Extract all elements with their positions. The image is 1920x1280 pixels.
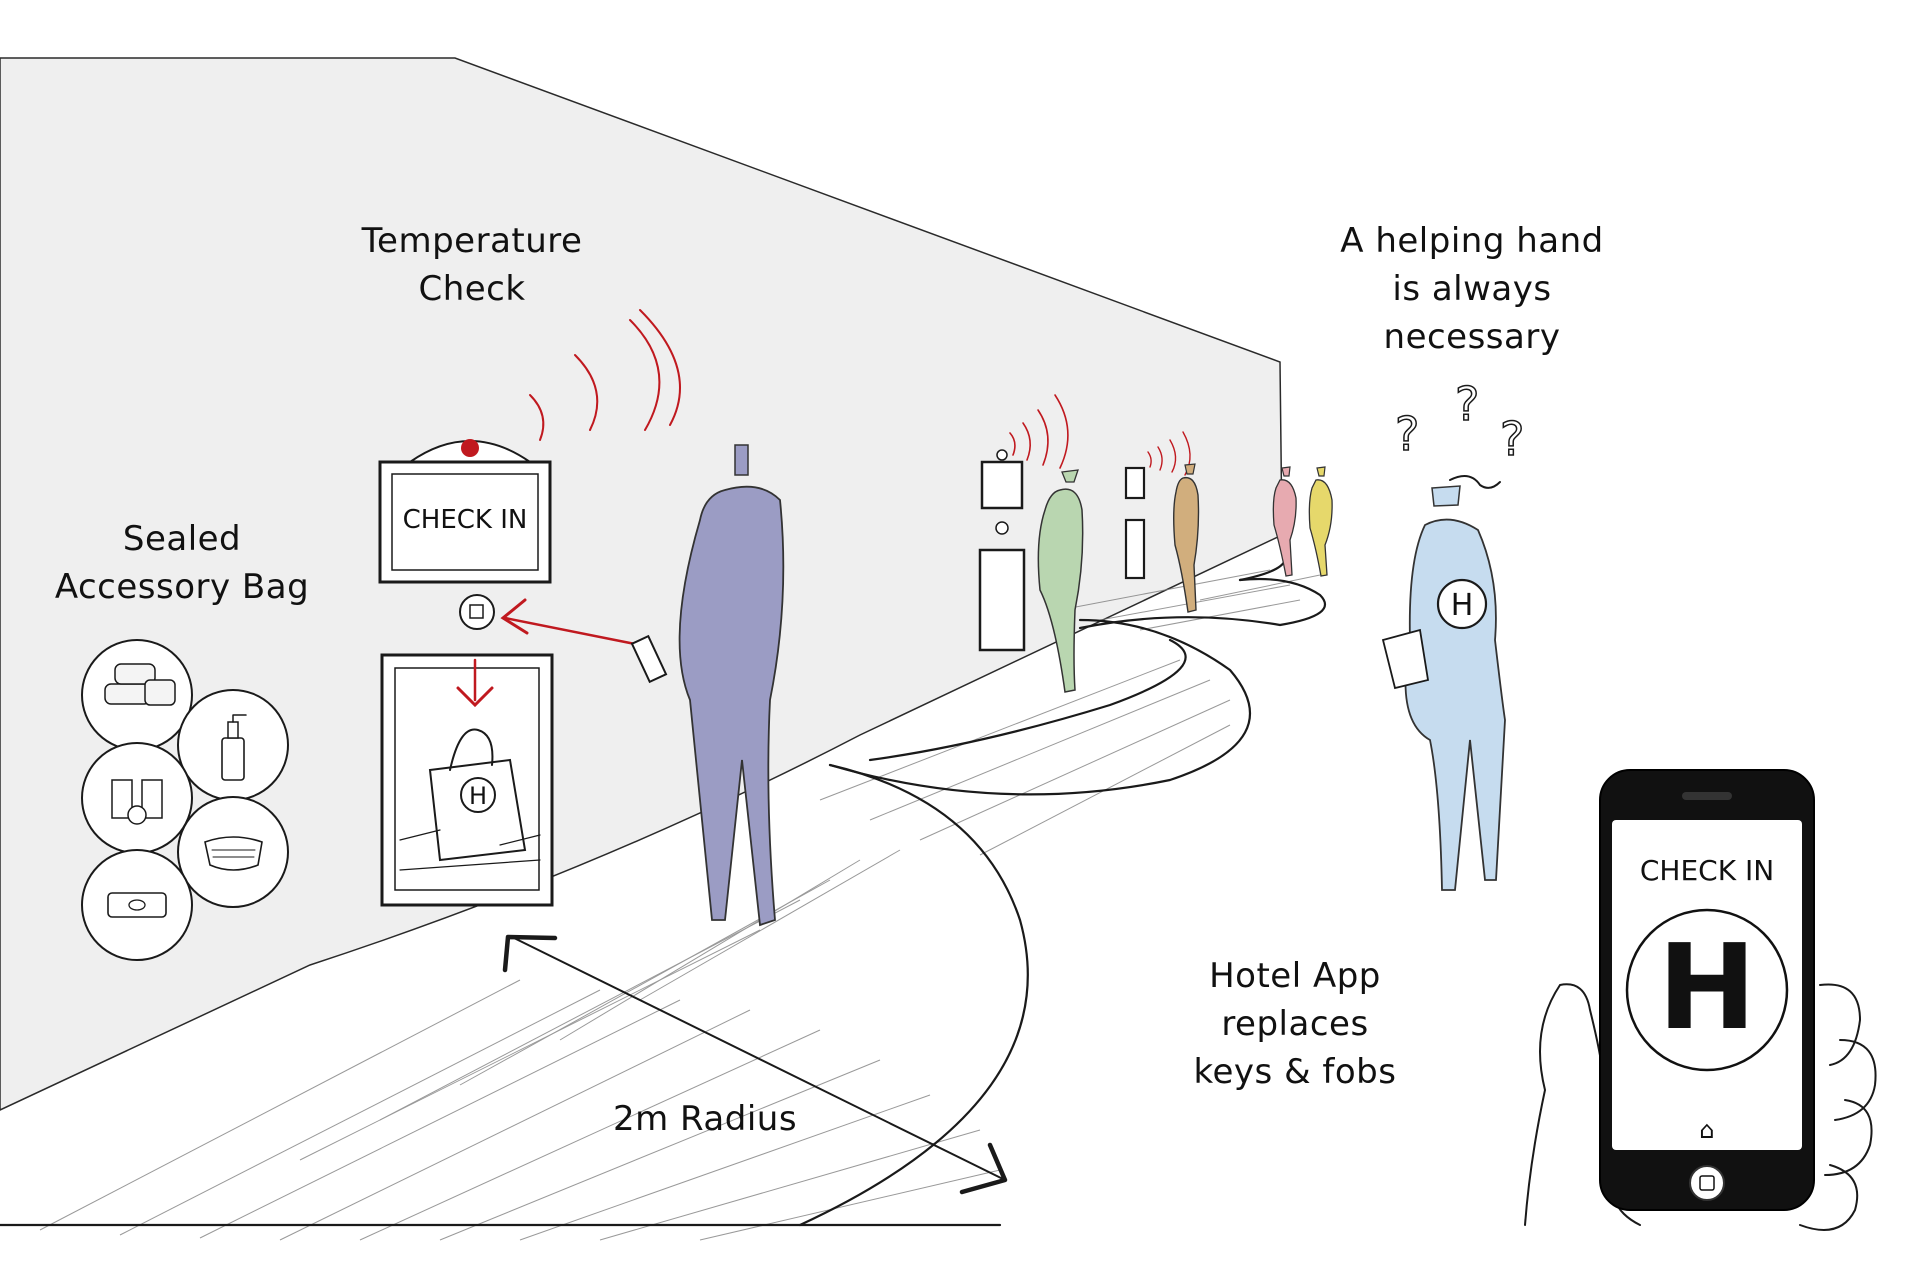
soap-icon [81, 849, 193, 961]
guest-purple [630, 444, 785, 927]
kiosk-front: CHECK IN H [378, 309, 681, 907]
svg-text:Check: Check [418, 269, 525, 309]
scan-arrow [503, 616, 642, 647]
svg-text:necessary: necessary [1384, 317, 1561, 357]
staff-badge-letter: H [1451, 588, 1474, 623]
temperature-signal-waves [529, 309, 681, 441]
phone-check-in-label: CHECK IN [1640, 854, 1774, 887]
svg-text:Sealed: Sealed [123, 519, 241, 559]
svg-text:Hotel App: Hotel App [1209, 956, 1381, 996]
towels-icon [81, 639, 193, 751]
annotation-hotel-app: Hotel App replaces keys & fobs [1194, 956, 1397, 1092]
staff-member: ? ? ? H [1381, 376, 1525, 891]
mask-icon [177, 796, 289, 908]
svg-text:Accessory Bag: Accessory Bag [55, 567, 309, 607]
home-icon[interactable]: ⌂ [1699, 1116, 1714, 1144]
phone-in-hand: CHECK IN H ⌂ [1524, 769, 1877, 1231]
annotation-helping-hand: A helping hand is always necessary [1340, 221, 1603, 357]
check-in-sign-label: CHECK IN [403, 505, 528, 535]
kiosk-distant-2 [1124, 431, 1191, 580]
phone-home-button[interactable] [1689, 1165, 1725, 1201]
scanner-button[interactable] [459, 594, 495, 630]
annotation-temperature-check: Temperature Check [361, 221, 583, 309]
guest-tan [1173, 463, 1200, 613]
annotation-sealed-bag: Sealed Accessory Bag [55, 519, 309, 607]
svg-text:Temperature: Temperature [361, 221, 583, 261]
clipboard-icon [1381, 628, 1430, 690]
bag-logo-letter: H [469, 782, 487, 810]
floor-hatching [39, 569, 1321, 1241]
svg-text:?: ? [1455, 377, 1479, 431]
radius-measure [502, 934, 1008, 1195]
svg-text:keys & fobs: keys & fobs [1194, 1052, 1397, 1092]
svg-text:is always: is always [1392, 269, 1551, 309]
guest-phone-icon [630, 634, 668, 684]
svg-text:?: ? [1395, 407, 1419, 461]
staff-badge [1436, 578, 1488, 630]
kiosk-distant-1 [978, 394, 1069, 652]
guest-yellow [1308, 466, 1333, 577]
hand-outline [1524, 983, 1877, 1231]
guest-pink [1272, 466, 1297, 577]
guest-green [1037, 469, 1084, 693]
sealed-bag-items [81, 639, 289, 961]
phone-app-logo[interactable] [1625, 908, 1789, 1072]
bottle-icon [177, 689, 289, 801]
annotation-radius: 2m Radius [613, 1099, 797, 1139]
question-marks-icon: ? ? ? [1394, 376, 1525, 467]
svg-text:?: ? [1500, 412, 1524, 466]
phone-logo-letter: H [1658, 918, 1757, 1056]
camera-lens [461, 439, 479, 457]
svg-text:A helping hand: A helping hand [1340, 221, 1603, 261]
wall [0, 57, 1283, 1111]
toiletries-icon [81, 742, 193, 854]
svg-text:replaces: replaces [1221, 1004, 1368, 1044]
